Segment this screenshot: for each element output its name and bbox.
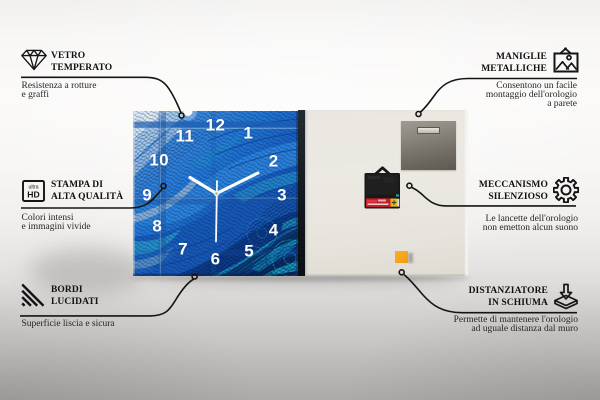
svg-text:ultra: ultra <box>28 185 38 191</box>
svg-text:HD: HD <box>27 190 39 200</box>
